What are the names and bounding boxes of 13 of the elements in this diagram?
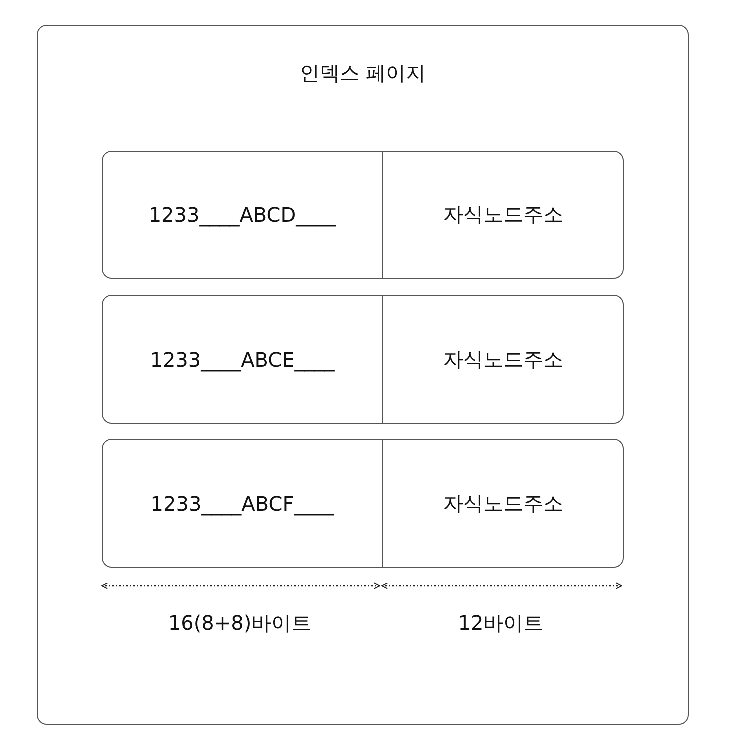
page-title: 인덱스 페이지	[298, 60, 428, 87]
record-row	[102, 151, 624, 279]
index-key: 1233____ABCD____	[148, 203, 336, 227]
record-row	[102, 439, 624, 568]
child-address: 자식노드주소	[444, 346, 564, 373]
index-key: 1233____ABCE____	[150, 348, 335, 372]
index-key: 1233____ABCF____	[150, 492, 334, 516]
index-page-panel	[37, 25, 689, 725]
child-address: 자식노드주소	[444, 490, 564, 517]
child-address: 자식노드주소	[444, 202, 564, 228]
byte-size-label: 12바이트	[458, 610, 544, 637]
record-row	[102, 295, 624, 424]
byte-size-label: 16(8+8)바이트	[168, 610, 312, 637]
